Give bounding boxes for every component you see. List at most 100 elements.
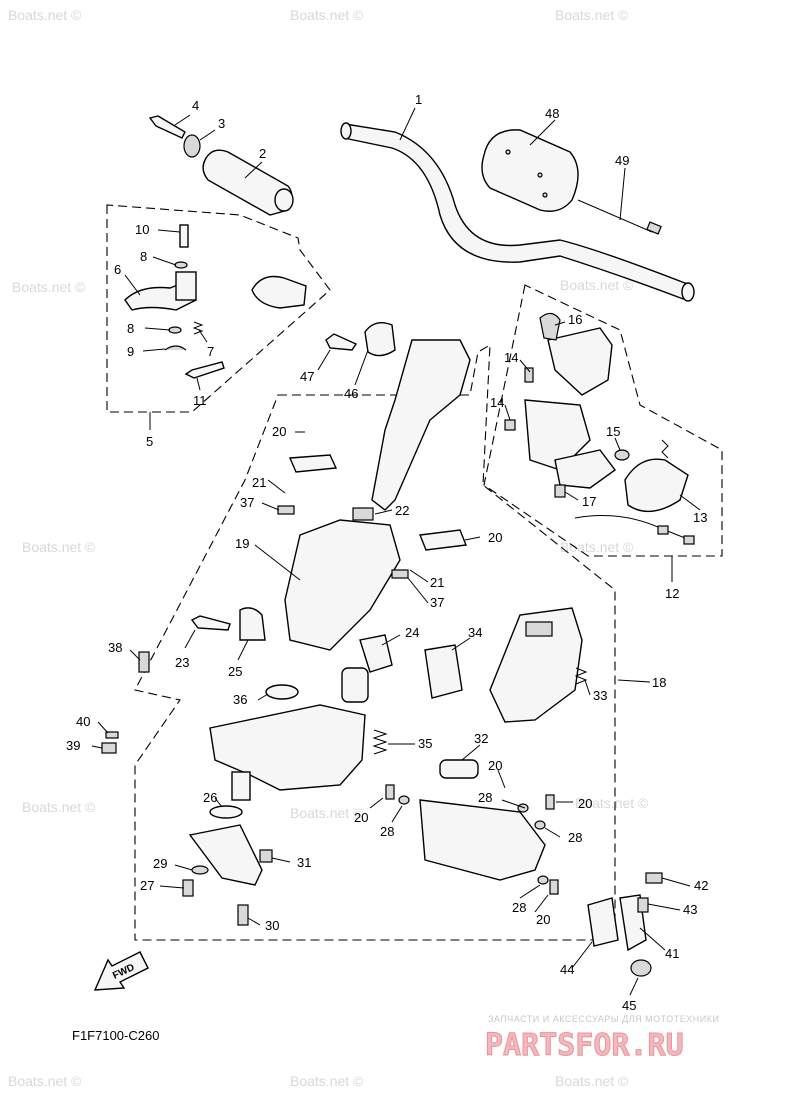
- callout-16: 16: [568, 312, 582, 327]
- cylinder: [341, 667, 369, 703]
- callout-44: 44: [560, 962, 574, 977]
- nut: [101, 742, 117, 754]
- nut: [352, 507, 374, 521]
- callout-25: 25: [228, 664, 242, 679]
- washer: [517, 803, 529, 813]
- callout-13: 13: [693, 510, 707, 525]
- group-outline-5: [106, 204, 331, 413]
- callout-3: 3: [218, 116, 225, 131]
- grommet: [614, 449, 630, 461]
- leader-lines: [91, 107, 701, 996]
- bolt: [385, 784, 395, 800]
- watermark: Boats.net ©: [12, 279, 86, 295]
- watermark-layer: Boats.net © Boats.net © Boats.net © Boat…: [8, 7, 649, 1089]
- watermark: Boats.net ©: [290, 7, 364, 23]
- mount-bracket: [587, 897, 619, 947]
- callout-17: 17: [582, 494, 596, 509]
- callout-46: 46: [344, 386, 358, 401]
- bracket: [239, 607, 266, 641]
- callout-30: 30: [265, 918, 279, 933]
- callout-1: 1: [415, 92, 422, 107]
- handlebar-pad: [481, 129, 579, 212]
- watermark: Boats.net ©: [8, 1073, 82, 1089]
- nut: [630, 959, 652, 977]
- callout-4: 4: [192, 98, 199, 113]
- callout-45: 45: [622, 998, 636, 1013]
- watermark: Boats.net ©: [22, 799, 96, 815]
- callout-20: 20: [536, 912, 550, 927]
- bracket: [419, 529, 467, 551]
- callout-43: 43: [683, 902, 697, 917]
- callout-18: 18: [652, 675, 666, 690]
- washer: [174, 261, 188, 269]
- callout-11: 11: [193, 393, 207, 408]
- switch-cap: [539, 312, 561, 341]
- watermark: Boats.net ©: [290, 1073, 364, 1089]
- callout-8: 8: [140, 249, 147, 264]
- callout-27: 27: [140, 878, 154, 893]
- callout-20: 20: [354, 810, 368, 825]
- washer: [105, 731, 119, 739]
- spring: [574, 667, 588, 685]
- branding: ЗАПЧАСТИ И АКСЕССУАРЫ ДЛЯ МОТОТЕХНИКИ PA…: [485, 1014, 719, 1064]
- stop-switch: [624, 458, 689, 513]
- branding-subtitle: ЗАПЧАСТИ И АКСЕССУАРЫ ДЛЯ МОТОТЕХНИКИ: [488, 1014, 719, 1024]
- switch-housing: [547, 327, 613, 396]
- callout-15: 15: [606, 424, 620, 439]
- throttle-body: [175, 271, 197, 301]
- switch-base: [554, 449, 616, 489]
- collar: [183, 134, 201, 158]
- callout-28: 28: [568, 830, 582, 845]
- callout-42: 42: [694, 878, 708, 893]
- cover-slot: [525, 621, 553, 637]
- grip: [202, 149, 294, 216]
- callout-40: 40: [76, 714, 90, 729]
- screw: [637, 897, 649, 913]
- callout-9: 9: [127, 344, 134, 359]
- watermark: Boats.net ©: [575, 795, 649, 811]
- switch: [424, 644, 463, 699]
- lever-pin: [179, 224, 189, 248]
- callout-28: 28: [380, 824, 394, 839]
- callout-21: 21: [430, 575, 444, 590]
- wire: [574, 515, 691, 541]
- parts-layer: [101, 115, 695, 977]
- steering-column: [371, 339, 471, 511]
- bolt: [190, 615, 231, 631]
- watermark: Boats.net ©: [290, 805, 364, 821]
- callout-20: 20: [488, 530, 502, 545]
- callout-10: 10: [135, 222, 149, 237]
- callout-2: 2: [259, 146, 266, 161]
- bolt: [549, 879, 559, 895]
- steering-bracket: [284, 519, 401, 651]
- callout-48: 48: [545, 106, 559, 121]
- screw: [277, 505, 295, 515]
- handlebar: [340, 122, 695, 302]
- callout-37: 37: [240, 495, 254, 510]
- callout-24: 24: [405, 625, 419, 640]
- washer: [398, 795, 410, 805]
- callout-33: 33: [593, 688, 607, 703]
- callout-8: 8: [127, 321, 134, 336]
- callout-28: 28: [512, 900, 526, 915]
- clamp-bolt: [325, 333, 358, 351]
- watermark: Boats.net ©: [8, 7, 82, 23]
- callout-6: 6: [114, 262, 121, 277]
- washer: [534, 820, 546, 830]
- group-outline-18: [134, 344, 616, 941]
- bolt: [545, 794, 555, 810]
- callout-14: 14: [490, 395, 504, 410]
- callout-41: 41: [665, 946, 679, 961]
- callout-labels: 1 2 3 4 5 6 7 8 8 9 10 11 12 13 14 14 15…: [66, 92, 708, 1013]
- handlebar-clamp: [364, 322, 396, 357]
- stopper-plate: [188, 824, 263, 886]
- callout-5: 5: [146, 434, 153, 449]
- bushing: [265, 684, 299, 700]
- callout-12: 12: [665, 586, 679, 601]
- cable-guide: [359, 634, 393, 673]
- group-outlines: [106, 204, 723, 941]
- callout-49: 49: [615, 153, 629, 168]
- callout-14: 14: [504, 350, 518, 365]
- screw: [391, 569, 409, 579]
